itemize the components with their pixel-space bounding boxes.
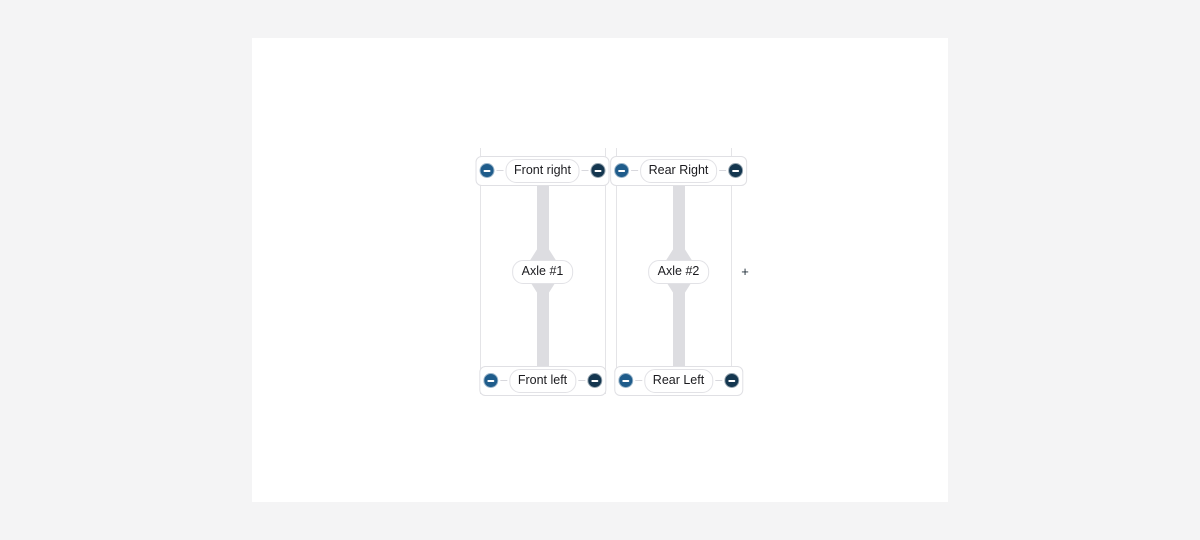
connector-stub [634,380,642,382]
connector-stub [630,170,638,172]
axle-diagram: Front right Axle #1 Front left Rear [475,148,749,396]
wheel-node-label: Front left [508,369,577,393]
wheel-node-rear-right[interactable]: Rear Right [609,156,748,186]
handle-dot-icon[interactable] [482,373,498,389]
axle-label-2[interactable]: Axle #2 [647,260,710,284]
handle-dot-icon[interactable] [587,373,603,389]
connector-stub [578,380,586,382]
axle-beam-flare-top-2 [664,240,693,262]
axle-beam-flare-bottom-1 [528,280,557,302]
wheel-node-label: Front right [505,159,580,183]
axle-beam-flare-top-1 [528,240,557,262]
handle-dot-icon[interactable] [728,163,744,179]
connector-stub [719,170,727,172]
column-divider-mid-b [616,148,617,394]
handle-dot-icon[interactable] [590,163,606,179]
axle-label-1[interactable]: Axle #1 [511,260,574,284]
column-divider-mid-a [605,148,606,394]
handle-dot-icon[interactable] [479,163,495,179]
handle-dot-icon[interactable] [724,373,740,389]
column-divider-right [731,148,732,394]
column-divider-left [480,148,481,394]
axle-column-2: Rear Right Axle #2 Rear Left [609,148,748,396]
wheel-node-front-left[interactable]: Front left [478,366,607,396]
handle-dot-icon[interactable] [617,373,633,389]
connector-stub [715,380,723,382]
wheel-node-label: Rear Right [639,159,718,183]
connector-stub [499,380,507,382]
add-axle-button[interactable]: + [741,264,749,279]
diagram-canvas[interactable]: Front right Axle #1 Front left Rear [252,38,948,502]
connector-stub [581,170,589,172]
handle-dot-icon[interactable] [613,163,629,179]
wheel-node-label: Rear Left [643,369,714,393]
wheel-node-rear-left[interactable]: Rear Left [613,366,744,396]
connector-stub [496,170,504,172]
wheel-node-front-right[interactable]: Front right [475,156,610,186]
axle-beam-flare-bottom-2 [664,280,693,302]
axle-column-1: Front right Axle #1 Front left [475,148,610,396]
